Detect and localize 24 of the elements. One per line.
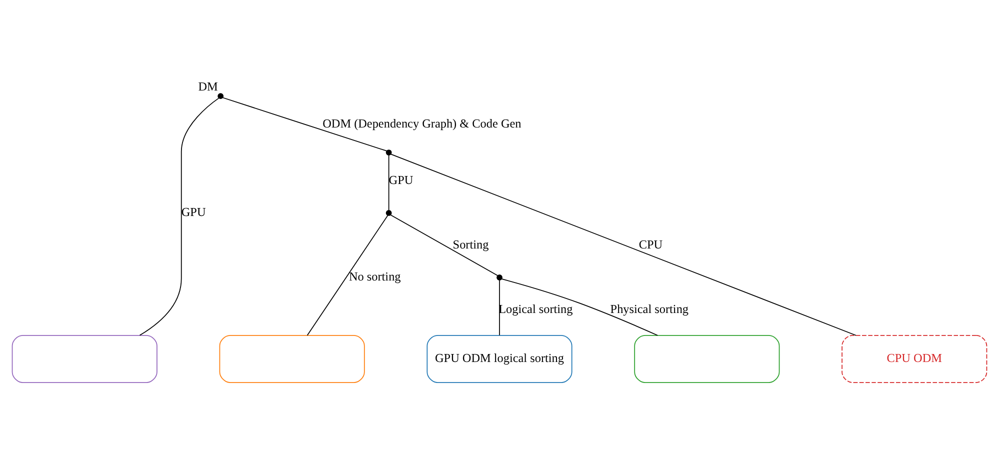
- connector: [390, 214, 498, 276]
- node-circle: [496, 274, 502, 280]
- connector: [499, 280, 500, 336]
- node-box: [12, 335, 158, 383]
- connector: [390, 154, 856, 336]
- node-box: GPU ODM logical sorting: [426, 335, 572, 383]
- node-circle: [386, 210, 392, 216]
- connector: [139, 98, 220, 336]
- connector: [306, 215, 388, 336]
- connector: [222, 97, 388, 152]
- connector: [388, 154, 390, 210]
- node-circle: [218, 93, 224, 100]
- edge-label: Physical sorting: [610, 302, 689, 316]
- edge-label: CPU: [638, 237, 663, 252]
- edge-label: Sorting: [452, 237, 489, 252]
- node-circle: [386, 150, 392, 156]
- node-label: DM: [198, 79, 218, 94]
- connector: [501, 278, 658, 336]
- node-box: CPU ODM: [842, 335, 988, 383]
- node-box: [219, 335, 365, 383]
- edge-label: ODM (Dependency Graph) & Code Gen: [322, 116, 522, 131]
- edge-label: GPU: [388, 172, 414, 187]
- node-box: [634, 335, 780, 383]
- edge-label: No sorting: [348, 270, 401, 284]
